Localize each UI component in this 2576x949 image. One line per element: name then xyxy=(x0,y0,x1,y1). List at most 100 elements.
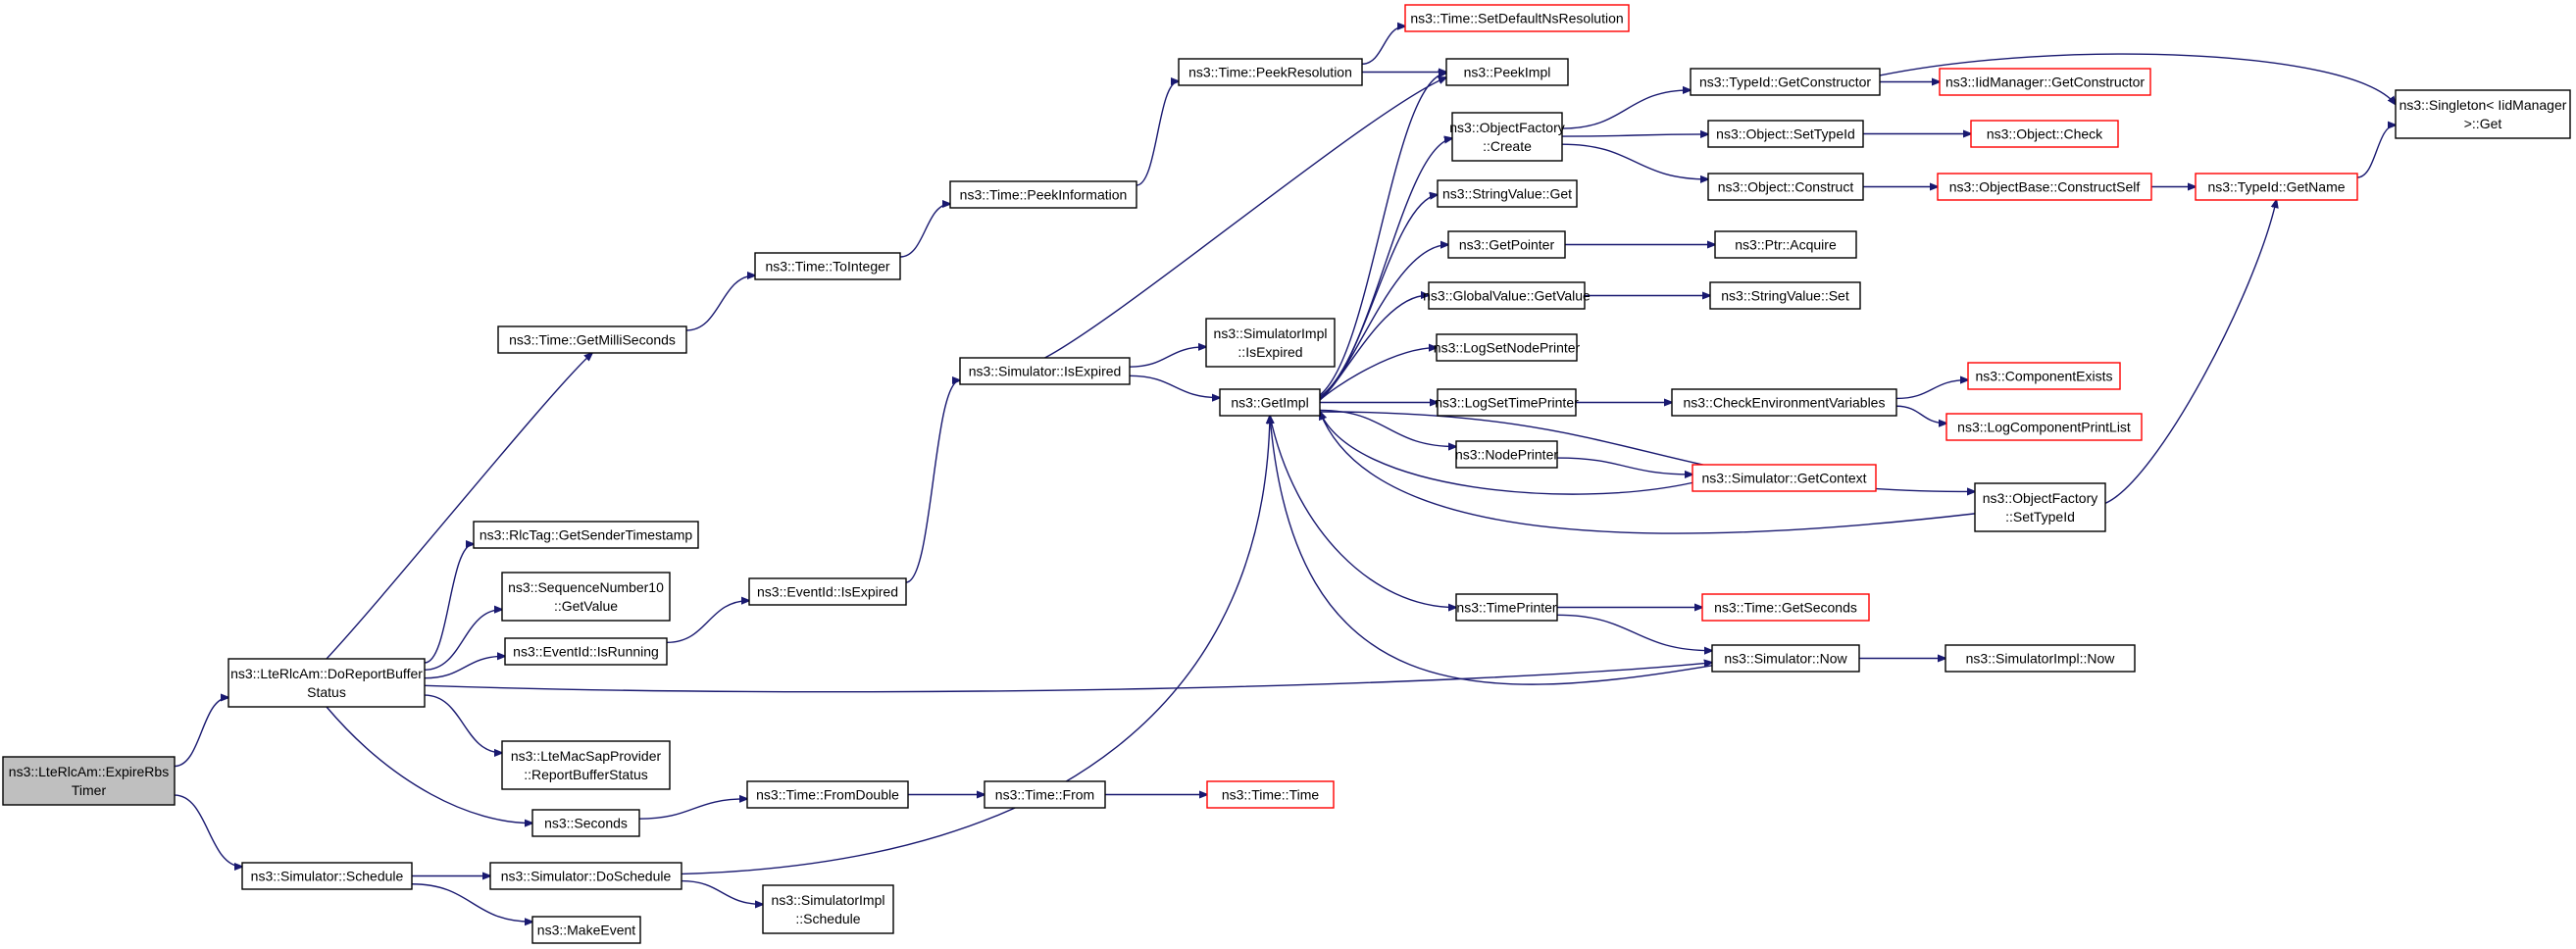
node-ltemac[interactable]: ns3::LteMacSapProvider::ReportBufferStat… xyxy=(501,740,671,790)
edge-simexpired-to-getimpl xyxy=(1129,375,1220,397)
node-simimplexp[interactable]: ns3::SimulatorImpl::IsExpired xyxy=(1205,318,1336,368)
node-setdefault[interactable]: ns3::Time::SetDefaultNsResolution xyxy=(1404,4,1630,32)
node-label: ns3::Object::Construct xyxy=(1718,179,1854,195)
node-box xyxy=(504,637,668,666)
node-seqnum[interactable]: ns3::SequenceNumber10::GetValue xyxy=(501,572,671,622)
node-objcheck[interactable]: ns3::Object::Check xyxy=(1970,120,2119,148)
node-getimpl[interactable]: ns3::GetImpl xyxy=(1219,388,1321,417)
node-simexpired[interactable]: ns3::Simulator::IsExpired xyxy=(959,357,1131,385)
node-seconds[interactable]: ns3::Seconds xyxy=(531,809,640,837)
node-getms[interactable]: ns3::Time::GetMilliSeconds xyxy=(497,325,687,354)
node-label: ns3::LteRlcAm::ExpireRbs xyxy=(9,764,169,779)
node-nodeprinter[interactable]: ns3::NodePrinter xyxy=(1455,440,1558,469)
node-label: ns3::Simulator::GetContext xyxy=(1701,471,1866,486)
node-iidgetctor[interactable]: ns3::IidManager::GetConstructor xyxy=(1939,68,2151,96)
node-box xyxy=(1178,58,1363,86)
node-label: ::Create xyxy=(1483,138,1532,154)
node-label: ns3::Time::PeekResolution xyxy=(1188,65,1352,80)
node-tointeger[interactable]: ns3::Time::ToInteger xyxy=(754,252,901,280)
node-label: ns3::SequenceNumber10 xyxy=(508,579,664,595)
node-label: Timer xyxy=(72,782,107,798)
node-label: ns3::Simulator::Schedule xyxy=(251,869,404,884)
node-isrunning[interactable]: ns3::EventId::IsRunning xyxy=(504,637,668,666)
node-evexpired[interactable]: ns3::EventId::IsExpired xyxy=(748,577,907,606)
node-objsettid[interactable]: ns3::Object::SetTypeId xyxy=(1707,120,1864,148)
node-timefrom[interactable]: ns3::Time::From xyxy=(984,780,1106,809)
node-box xyxy=(1690,68,1881,96)
edge-getimpl-to-gvget xyxy=(1319,295,1429,400)
node-label: ns3::Simulator::DoSchedule xyxy=(501,869,672,884)
node-label: Status xyxy=(307,684,346,700)
node-label: ns3::ObjectFactory xyxy=(1449,120,1565,135)
node-box xyxy=(1714,230,1857,259)
node-getseconds[interactable]: ns3::Time::GetSeconds xyxy=(1701,593,1870,622)
node-strset[interactable]: ns3::StringValue::Set xyxy=(1709,281,1861,310)
node-getcontext[interactable]: ns3::Simulator::GetContext xyxy=(1692,464,1877,492)
node-box xyxy=(1967,362,2121,390)
node-objcreate[interactable]: ns3::ObjectFactory::Create xyxy=(1449,112,1565,162)
node-checkenv[interactable]: ns3::CheckEnvironmentVariables xyxy=(1671,388,1897,417)
edge-doreport-to-ltemac xyxy=(424,694,502,753)
node-timeprinter[interactable]: ns3::TimePrinter xyxy=(1455,593,1558,622)
node-makeevent[interactable]: ns3::MakeEvent xyxy=(531,916,641,944)
node-timetime[interactable]: ns3::Time::Time xyxy=(1206,780,1335,809)
node-box xyxy=(1455,593,1558,622)
node-logcomp[interactable]: ns3::LogComponentPrintList xyxy=(1945,413,2143,441)
node-box xyxy=(1945,644,2136,673)
node-label: ns3::Time::PeekInformation xyxy=(960,187,1128,203)
node-doschedule[interactable]: ns3::Simulator::DoSchedule xyxy=(489,862,682,890)
node-compexists[interactable]: ns3::ComponentExists xyxy=(1967,362,2121,390)
node-box xyxy=(227,658,426,708)
node-peekinfo[interactable]: ns3::Time::PeekInformation xyxy=(949,180,1137,209)
node-peekres[interactable]: ns3::Time::PeekResolution xyxy=(1178,58,1363,86)
node-simimplnow[interactable]: ns3::SimulatorImpl::Now xyxy=(1945,644,2136,673)
edge-doreport-to-seqnum xyxy=(424,610,502,671)
node-box xyxy=(531,809,640,837)
node-singleton[interactable]: ns3::Singleton< IidManager>::Get xyxy=(2395,89,2571,139)
edge-objcreate-to-objsettid xyxy=(1561,134,1708,136)
node-lognode[interactable]: ns3::LogSetNodePrinter xyxy=(1434,333,1581,362)
node-box xyxy=(489,862,682,890)
node-tidgetctor[interactable]: ns3::TypeId::GetConstructor xyxy=(1690,68,1881,96)
node-constructself[interactable]: ns3::ObjectBase::ConstructSelf xyxy=(1937,173,2152,201)
node-getpointer[interactable]: ns3::GetPointer xyxy=(1447,230,1566,259)
edge-tidgetname-to-singleton xyxy=(2356,125,2396,178)
node-box xyxy=(241,862,413,890)
node-label: ns3::TypeId::GetConstructor xyxy=(1699,75,1871,90)
node-simnow[interactable]: ns3::Simulator::Now xyxy=(1711,644,1860,673)
node-strget[interactable]: ns3::StringValue::Get xyxy=(1437,179,1578,208)
node-box xyxy=(2195,173,2358,201)
node-box xyxy=(2395,89,2571,139)
node-layer: ns3::LteRlcAm::ExpireRbsTimerns3::LteRlc… xyxy=(2,4,2571,944)
node-box xyxy=(754,252,901,280)
node-rlctag[interactable]: ns3::RlcTag::GetSenderTimestamp xyxy=(473,521,699,549)
node-logtime[interactable]: ns3::LogSetTimePrinter xyxy=(1435,388,1579,417)
edge-getimpl-to-lognode xyxy=(1319,348,1437,401)
node-label: ns3::Time::Time xyxy=(1222,787,1320,803)
node-tidgetname[interactable]: ns3::TypeId::GetName xyxy=(2195,173,2358,201)
edge-getimpl-to-timeprinter xyxy=(1269,415,1456,608)
node-label: ns3::TypeId::GetName xyxy=(2207,179,2345,195)
node-label: ns3::GetImpl xyxy=(1231,395,1308,411)
node-gvget[interactable]: ns3::GlobalValue::GetValue xyxy=(1423,281,1591,310)
node-ofsettid[interactable]: ns3::ObjectFactory::SetTypeId xyxy=(1974,482,2106,532)
node-fromdouble[interactable]: ns3::Time::FromDouble xyxy=(746,780,909,809)
node-ptracquire[interactable]: ns3::Ptr::Acquire xyxy=(1714,230,1857,259)
node-box xyxy=(1436,333,1578,362)
node-objconstruct[interactable]: ns3::Object::Construct xyxy=(1707,173,1864,201)
node-label: ns3::LogSetNodePrinter xyxy=(1434,340,1581,356)
node-simimplsched[interactable]: ns3::SimulatorImpl::Schedule xyxy=(762,884,894,934)
node-peekimpl[interactable]: ns3::PeekImpl xyxy=(1445,58,1569,86)
node-label: ::GetValue xyxy=(554,598,618,614)
node-label: ns3::LogComponentPrintList xyxy=(1957,420,2131,435)
node-schedule[interactable]: ns3::Simulator::Schedule xyxy=(241,862,413,890)
node-box xyxy=(1939,68,2151,96)
node-box xyxy=(1445,58,1569,86)
edge-doreport-to-isrunning xyxy=(424,656,505,679)
edge-ofsettid-to-getimpl xyxy=(1320,412,1976,534)
edge-objcreate-to-tidgetctor xyxy=(1561,90,1691,129)
node-box xyxy=(762,884,894,934)
